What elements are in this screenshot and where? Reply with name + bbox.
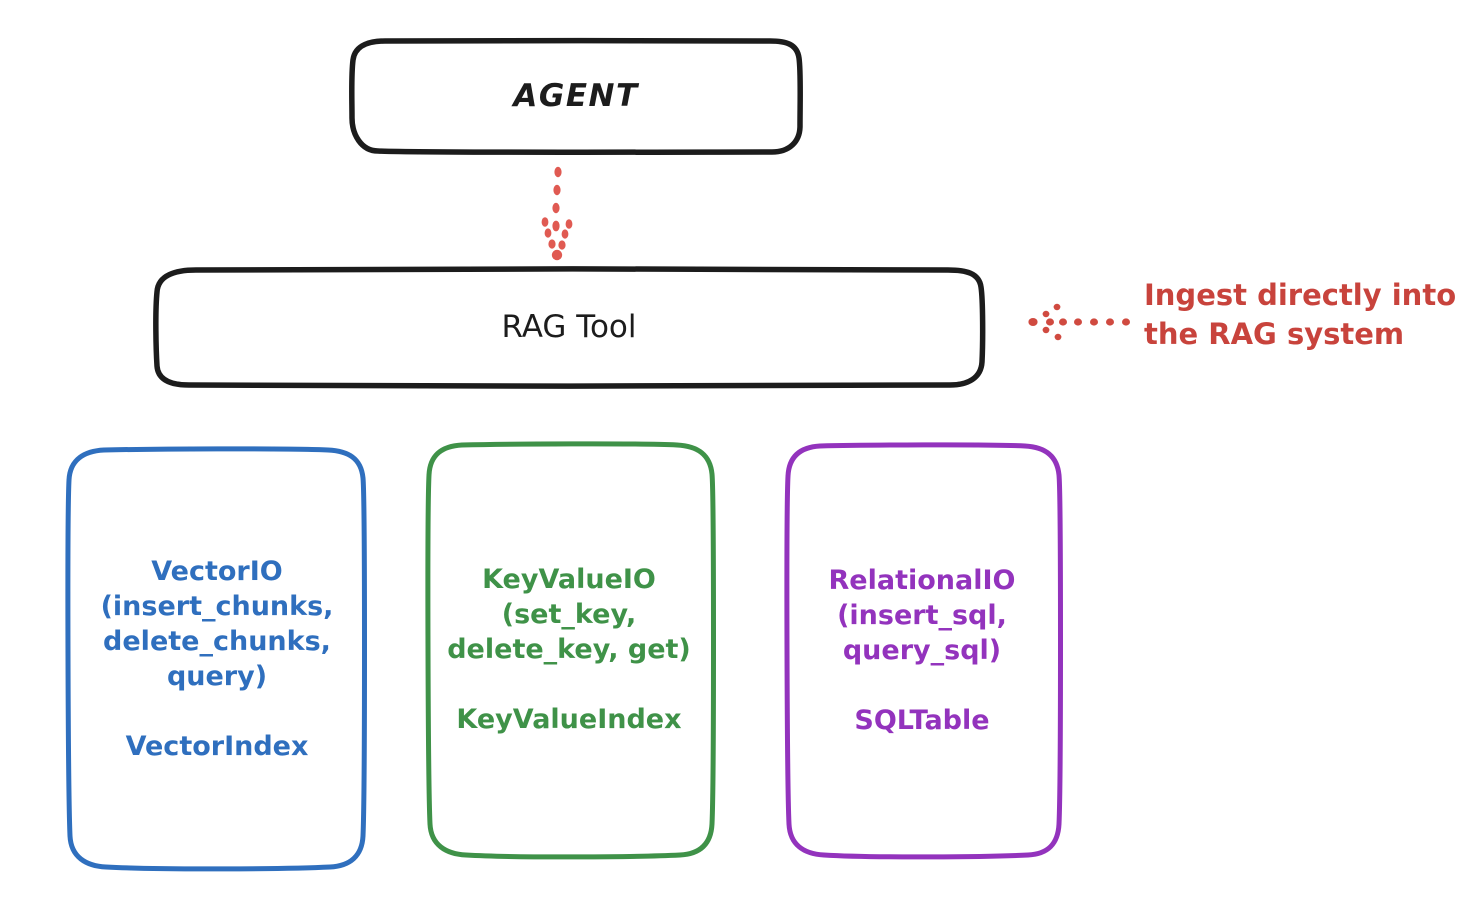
agent-to-rag-connector bbox=[541, 166, 573, 261]
relational-io-box[interactable] bbox=[784, 442, 1063, 860]
vector-io-box[interactable] bbox=[65, 446, 367, 872]
rag-tool-box[interactable] bbox=[153, 266, 986, 389]
ingest-to-rag-connector bbox=[1028, 303, 1130, 341]
key-value-io-box[interactable] bbox=[425, 441, 716, 860]
agent-box[interactable] bbox=[349, 37, 803, 155]
